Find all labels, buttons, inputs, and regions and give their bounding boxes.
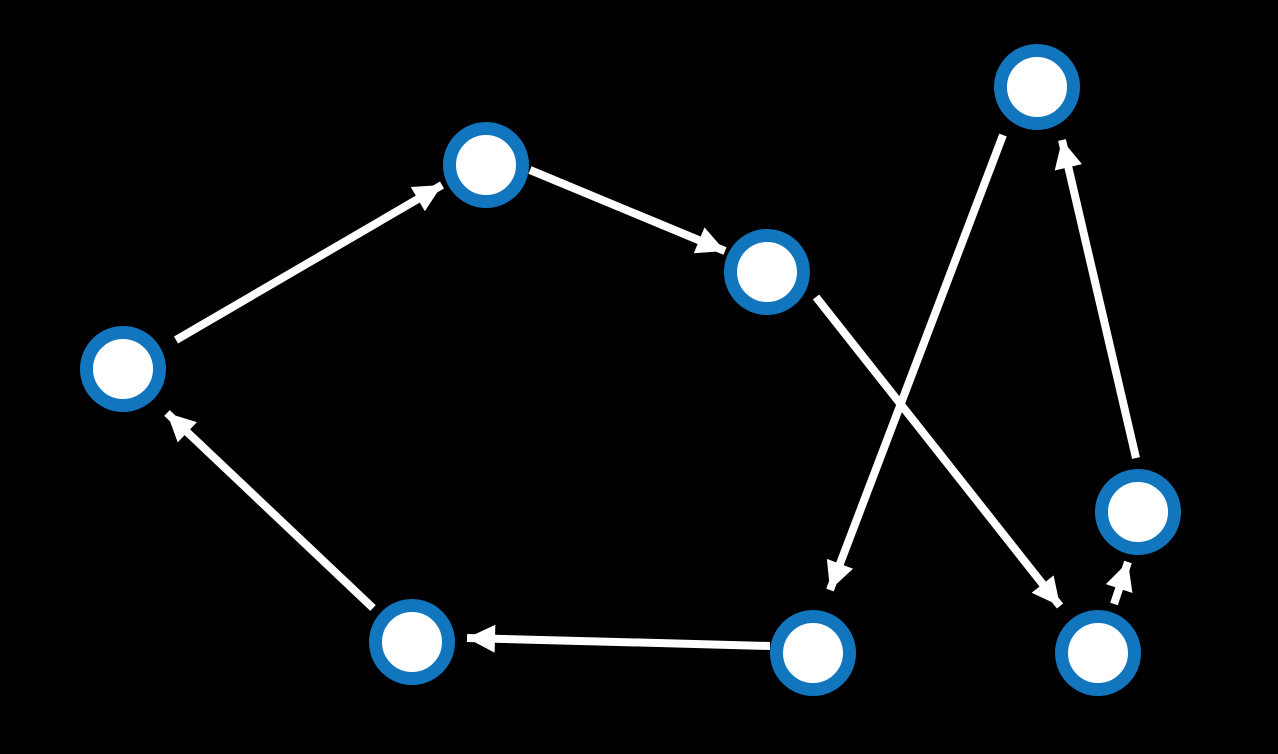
graph-edge-node-bottom-right-to-node-right[interactable] <box>1105 560 1133 606</box>
node-bottom-left[interactable] <box>369 599 455 685</box>
graph-edge-node-bottom-middle-to-node-bottom-left[interactable] <box>466 624 771 653</box>
node-bottom-right[interactable] <box>1055 610 1141 696</box>
graph-edge-node-right-to-node-top-right[interactable] <box>1054 139 1140 459</box>
node-top-right[interactable] <box>994 44 1080 130</box>
graph-edge-node-bottom-left-to-node-left[interactable] <box>164 410 376 611</box>
node-bottom-middle[interactable] <box>770 610 856 696</box>
graph-edge-node-top-right-to-node-bottom-middle[interactable] <box>826 133 1007 592</box>
graph-edge-node-left-to-node-upper-middle[interactable] <box>173 181 445 344</box>
node-right[interactable] <box>1095 469 1181 555</box>
node-middle[interactable] <box>724 229 810 315</box>
graph-edge-node-middle-to-node-bottom-right[interactable] <box>812 294 1064 609</box>
node-upper-middle[interactable] <box>443 122 529 208</box>
graph-edge-node-upper-middle-to-node-middle[interactable] <box>528 166 727 255</box>
node-left[interactable] <box>80 326 166 412</box>
